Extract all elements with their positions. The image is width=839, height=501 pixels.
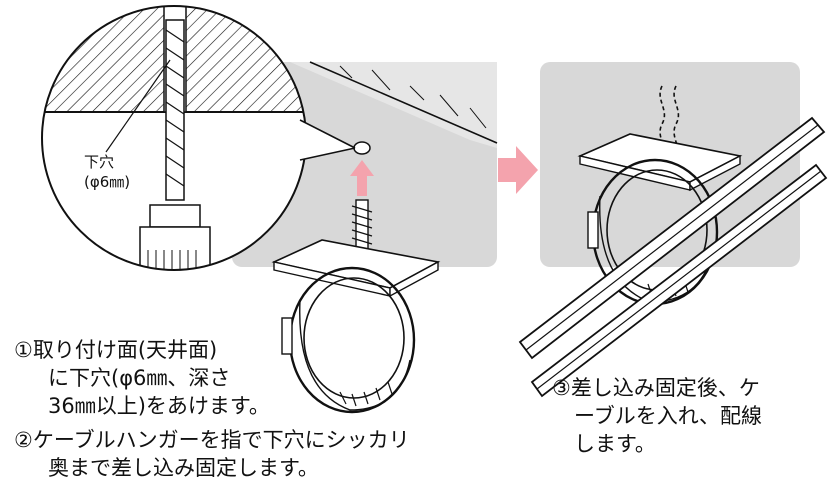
callout-hole-label: 下穴 (φ6㎜)	[84, 152, 130, 192]
callout-line2: (φ6㎜)	[84, 173, 131, 191]
pilot-hole	[353, 141, 371, 155]
step-2-line1: ②ケーブルハンガーを指で下穴にシッカリ	[14, 428, 410, 452]
installed-panel-right	[540, 62, 800, 306]
up-arrow-icon	[350, 160, 374, 196]
cable-hanger-left	[271, 199, 441, 414]
step-3-line3: します。	[574, 432, 656, 456]
step-1-line1: ①取り付け面(天井面)	[14, 338, 218, 362]
cable	[518, 116, 828, 398]
step-3-line1: ③差し込み固定後、ケ	[552, 376, 760, 400]
step-1-line2: に下穴(φ6㎜、深さ	[48, 366, 231, 390]
step-2-line2: 奥まで差し込み固定します。	[48, 456, 319, 480]
right-arrow-icon	[498, 146, 538, 194]
step-3-line2: ーブルを入れ、配線	[574, 404, 762, 428]
step-1-line3: 36㎜以上)をあけます。	[48, 394, 270, 418]
magnified-detail	[41, 5, 356, 271]
step-3-text: ③差し込み固定後、ケ ーブルを入れ、配線 します。	[552, 374, 762, 458]
step-2-text: ②ケーブルハンガーを指で下穴にシッカリ 奥まで差し込み固定します。	[14, 426, 410, 482]
step-1-text: ①取り付け面(天井面) に下穴(φ6㎜、深さ 36㎜以上)をあけます。	[14, 336, 270, 420]
callout-line1: 下穴	[84, 153, 115, 171]
drill-bit	[139, 19, 211, 270]
